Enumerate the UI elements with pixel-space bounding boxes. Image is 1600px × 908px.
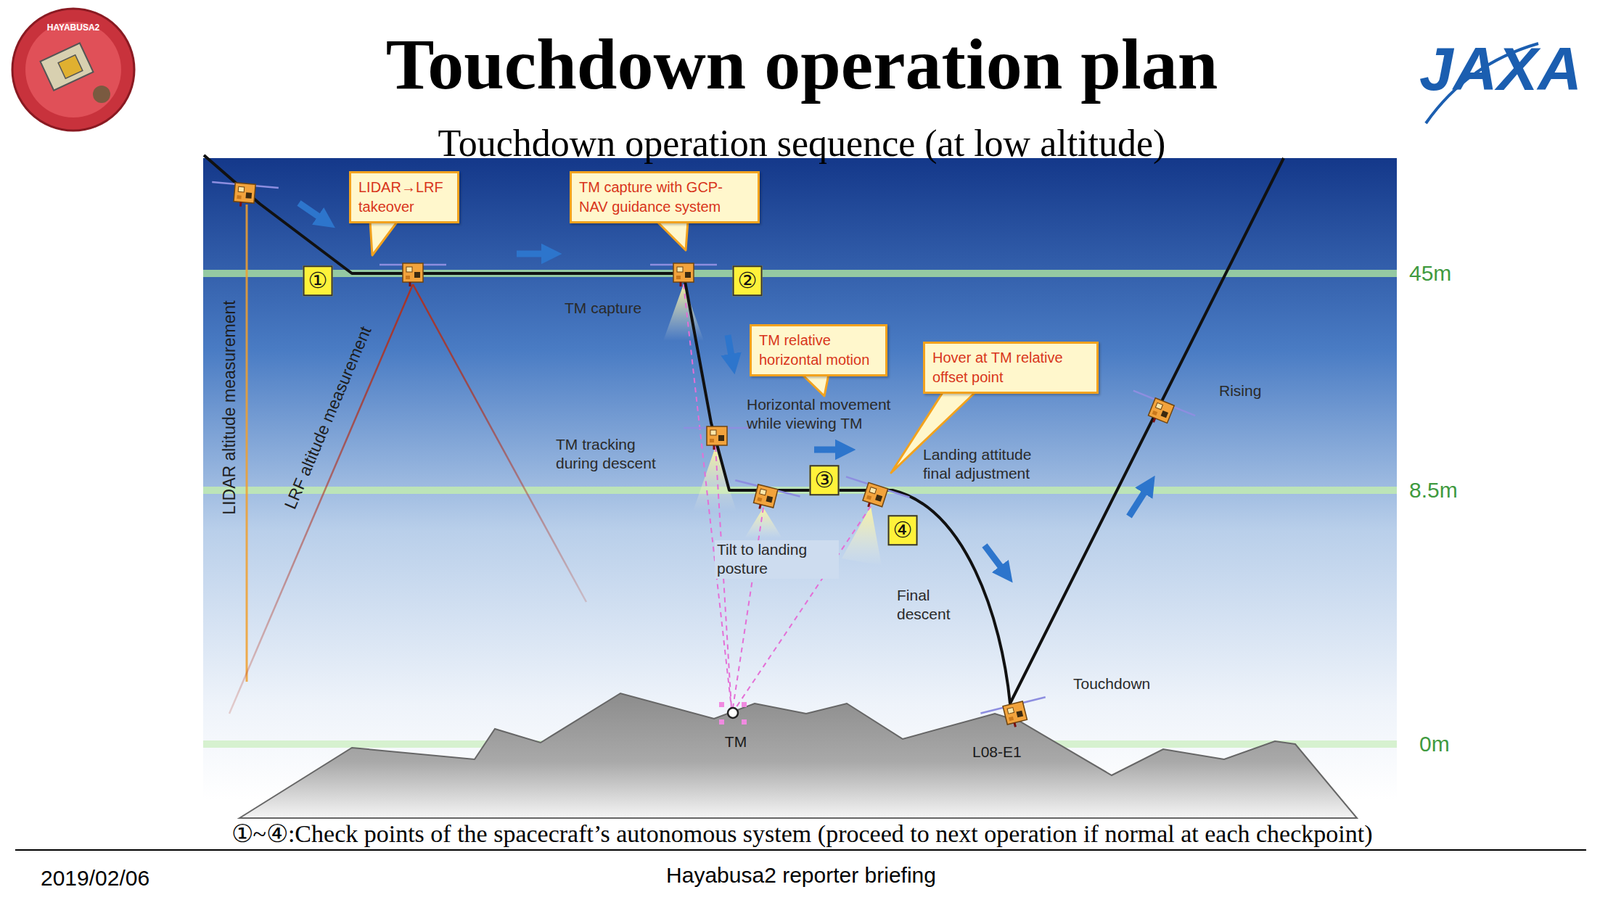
altitude-label: 8.5m [1409, 476, 1458, 505]
checkpoint-number: ③ [809, 465, 840, 496]
spacecraft [210, 180, 1196, 736]
checkpoint-number: ① [303, 265, 334, 297]
step-label: Horizontal movement while viewing TM [746, 395, 907, 434]
sensor-label: LIDAR altitude measurement [219, 300, 241, 515]
callout-text: LIDAR→LRF takeover [358, 177, 450, 217]
title: Touchdown operation plan [386, 22, 1219, 106]
step-label: TM tracking during descent [555, 435, 672, 474]
site-label: L08-E1 [972, 743, 1022, 762]
footer-rule [15, 849, 1587, 852]
camera-cone [692, 446, 737, 512]
callout-box: LIDAR→LRF takeover [349, 171, 460, 224]
step-label: TM capture [564, 298, 642, 318]
step-label: Landing attitude final adjustment [922, 445, 1054, 484]
callout-tail [656, 221, 688, 251]
checkpoint-number: ④ [888, 515, 918, 546]
callout-box: TM capture with GCP-NAV guidance system [569, 171, 760, 224]
subtitle: Touchdown operation sequence (at low alt… [438, 119, 1167, 167]
step-label: Final descent [896, 586, 970, 625]
footer-text: Hayabusa2 reporter briefing [666, 862, 937, 890]
agency-logo-text: JAXA [1419, 31, 1582, 108]
step-label: Tilt to landing posture [714, 540, 839, 580]
footnote: ①~④:Check points of the spacecraft’s aut… [231, 819, 1373, 851]
camera-cone [841, 506, 882, 566]
target-marker [719, 702, 747, 725]
lrf-beam [229, 284, 413, 715]
asteroid-surface [239, 693, 1357, 819]
callout-box: Hover at TM relative offset point [922, 341, 1099, 395]
step-label: Rising [1219, 381, 1262, 401]
callout-tail [370, 221, 398, 256]
patch-text: HAYABUSA2 [47, 22, 100, 34]
callout-box: TM relative horizontal motion [749, 324, 888, 377]
altitude-label: 45m [1409, 259, 1452, 288]
callout-text: TM capture with GCP-NAV guidance system [579, 177, 751, 217]
callout-text: TM relative horizontal motion [759, 330, 879, 371]
callout-text: Hover at TM relative offset point [932, 348, 1090, 388]
lidar-beam [245, 204, 249, 683]
camera-cone [663, 284, 704, 342]
trajectory [203, 155, 1284, 704]
checkpoint-number: ② [732, 265, 763, 297]
step-label: Touchdown [1073, 674, 1151, 694]
mission-patch [12, 8, 135, 131]
altitude-label: 0m [1419, 730, 1450, 759]
motion-arrow [298, 203, 1150, 575]
sky-background [203, 158, 1397, 801]
date: 2019/02/06 [40, 864, 150, 893]
target-label: TM [724, 732, 747, 752]
callout-tail [801, 374, 829, 397]
